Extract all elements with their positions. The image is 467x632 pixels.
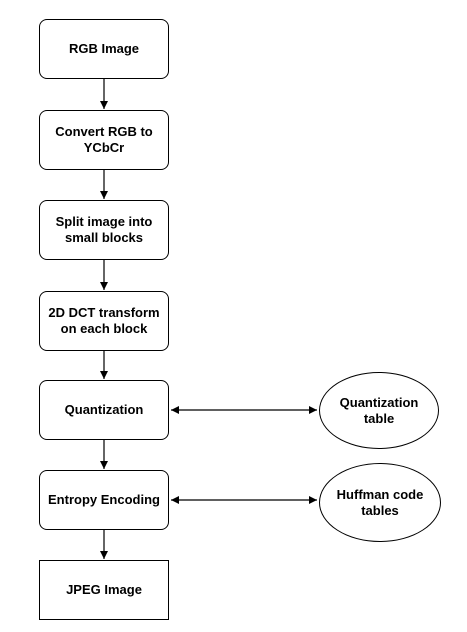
node-convert-label: Convert RGB to YCbCr (55, 124, 153, 155)
node-dct-transform: 2D DCT transform on each block (39, 291, 169, 351)
node-split-label: Split image into small blocks (55, 214, 153, 245)
node-jpeg-image: JPEG Image (39, 560, 169, 620)
node-convert-rgb-to-ycbcr: Convert RGB to YCbCr (39, 110, 169, 170)
node-quantization-label: Quantization (64, 402, 144, 417)
node-huffman-code-tables: Huffman code tables (319, 463, 441, 542)
node-entropy-encoding: Entropy Encoding (39, 470, 169, 530)
node-rgb-image: RGB Image (39, 19, 169, 79)
node-entropy-label: Entropy Encoding (48, 492, 160, 507)
node-rgb-image-label: RGB Image (68, 41, 140, 56)
node-quant-table-label: Quantization table (339, 394, 419, 426)
node-dct-label: 2D DCT transform on each block (48, 305, 160, 336)
node-quantization-table: Quantization table (319, 372, 439, 449)
node-jpeg-label: JPEG Image (66, 582, 142, 597)
node-huffman-label: Huffman code tables (336, 486, 424, 518)
node-quantization: Quantization (39, 380, 169, 440)
node-split-blocks: Split image into small blocks (39, 200, 169, 260)
